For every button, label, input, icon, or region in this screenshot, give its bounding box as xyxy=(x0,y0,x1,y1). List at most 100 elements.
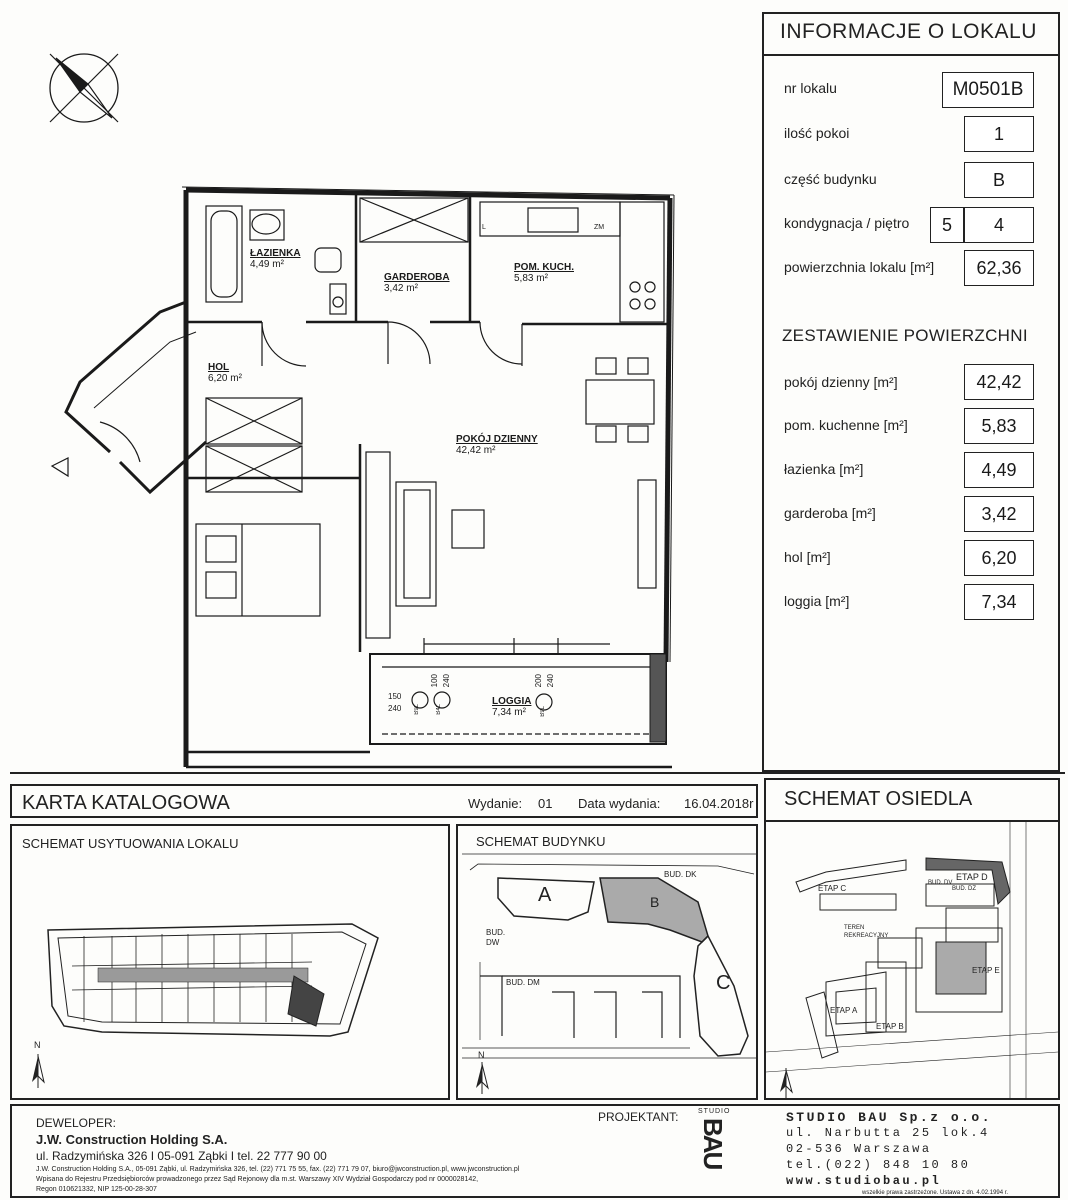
area-kitchen-label: pom. kuchenne [m²] xyxy=(784,417,908,433)
page-top-rule xyxy=(10,772,1065,774)
location-schema-panel: SCHEMAT USYTUOWANIA LOKALU xyxy=(10,824,450,1100)
storey-value: 5 xyxy=(930,207,964,243)
estate-title: SCHEMAT OSIEDLA xyxy=(784,788,973,810)
date-label: Data wydania: xyxy=(578,796,661,811)
room-name: POKÓJ DZIENNY xyxy=(456,434,538,445)
estate-etap-c: ETAP C xyxy=(818,884,847,893)
info-title-rule xyxy=(764,54,1058,56)
designer-label: PROJEKTANT: xyxy=(598,1110,679,1124)
dim-150: 150 xyxy=(388,692,402,701)
estate-teren: TEREN REKREACYJNY xyxy=(844,925,889,939)
dim-240-c: 240 xyxy=(546,674,555,688)
estate-etap-e: ETAP E xyxy=(972,966,1000,975)
catalog-title: KARTA KATALOGOWA xyxy=(22,792,230,814)
floor-value: 4 xyxy=(964,207,1034,243)
developer-name: J.W. Construction Holding S.A. xyxy=(36,1132,228,1147)
estate-etap-b: ETAP B xyxy=(876,1022,904,1031)
room-name: POM. KUCH. xyxy=(514,262,574,273)
room-name: HOL xyxy=(208,362,230,373)
footer-designer: STUDIO BAU Sp.z o.o. ul. Narbutta 25 lok… xyxy=(758,1104,1060,1198)
estate-bud-dv: BUD. DV xyxy=(928,880,953,886)
area-hall-value: 6,20 xyxy=(964,540,1034,576)
footer-developer: DEWELOPER: J.W. Construction Holding S.A… xyxy=(10,1104,758,1198)
bud-dm-label: BUD. DM xyxy=(506,978,540,987)
unit-number-label: nr lokalu xyxy=(784,80,837,96)
area-living-value: 42,42 xyxy=(964,364,1034,400)
room-kitchen: POM. KUCH. 5,83 m² xyxy=(514,262,574,284)
area-kitchen-value: 5,83 xyxy=(964,408,1034,444)
area-wardrobe-value: 3,42 xyxy=(964,496,1034,532)
estate-etap-d: ETAP D xyxy=(956,872,988,882)
building-north-label: N xyxy=(478,1050,485,1060)
area-loggia-label: loggia [m²] xyxy=(784,593,850,609)
floor-plan-area: ŁAZIENKA 4,49 m² GARDEROBA 3,42 m² POM. … xyxy=(10,12,758,772)
bud-dk-label: BUD. DK xyxy=(664,870,697,879)
building-part-value: B xyxy=(964,162,1034,198)
developer-line2: Wpisana do Rejestru Przedsiębiorców prow… xyxy=(36,1176,479,1183)
designer-studio-mark: STUDIO xyxy=(698,1108,731,1115)
dim-100: 100 xyxy=(430,674,439,688)
developer-label: DEWELOPER: xyxy=(36,1116,117,1130)
room-area: 5,83 m² xyxy=(514,273,548,284)
designer-logo: BAU xyxy=(698,1118,728,1169)
bud-dw-label: BUD. DW xyxy=(486,928,506,947)
unit-number-value: M0501B xyxy=(942,72,1034,108)
designer-city: 02-536 Warszawa xyxy=(786,1142,932,1156)
designer-street: ul. Narbutta 25 lok.4 xyxy=(786,1126,990,1140)
building-a-label: A xyxy=(538,884,552,906)
dim-200: 200 xyxy=(534,674,543,688)
info-panel: INFORMACJE O LOKALU nr lokalu M0501B ilo… xyxy=(764,12,1060,772)
area-wardrobe-label: garderoba [m²] xyxy=(784,505,876,521)
room-area: 42,42 m² xyxy=(456,445,496,456)
north-arrow-estate-icon xyxy=(780,1068,793,1098)
room-name: ŁAZIENKA xyxy=(250,248,301,259)
unit-area-value: 62,36 xyxy=(964,250,1034,286)
room-hall: HOL 6,20 m² xyxy=(208,362,242,384)
room-area: 7,34 m² xyxy=(492,707,526,718)
estate-etap-a: ETAP A xyxy=(830,1006,858,1015)
estate-title-rule xyxy=(766,820,1058,822)
area-bathroom-label: łazienka [m²] xyxy=(784,461,864,477)
window-tag-b9l-b: B9L xyxy=(540,706,546,717)
window-tag-b9l-a: B9L xyxy=(414,704,420,715)
location-title: SCHEMAT USYTUOWANIA LOKALU xyxy=(22,836,239,851)
area-hall-label: hol [m²] xyxy=(784,549,831,565)
room-loggia: LOGGIA 7,34 m² xyxy=(492,696,531,718)
rooms-count-label: ilość pokoi xyxy=(784,125,850,141)
floor-plan xyxy=(49,53,675,769)
footer-note: wszelkie prawa zastrzeżone. Ustawa z dn.… xyxy=(862,1190,1009,1196)
building-schema-panel: SCHEMAT BUDYNKU A B C BUD. DK BUD. DW BU… xyxy=(456,824,758,1100)
dim-240-b: 240 xyxy=(442,674,451,688)
catalog-header: KARTA KATALOGOWA Wydanie: 01 Data wydani… xyxy=(10,784,758,818)
developer-address: ul. Radzymińska 326 I 05-091 Ząbki I tel… xyxy=(36,1149,327,1163)
designer-tel: tel.(022) 848 10 80 xyxy=(786,1158,971,1172)
location-plan xyxy=(32,923,379,1088)
divider-vertical xyxy=(762,12,764,772)
building-part-label: część budynku xyxy=(784,171,877,187)
north-arrow-small-icon xyxy=(32,1054,45,1088)
area-loggia-value: 7,34 xyxy=(964,584,1034,620)
room-name: LOGGIA xyxy=(492,696,532,707)
room-area: 6,20 m² xyxy=(208,373,242,384)
mark-zm: ZM xyxy=(594,224,605,231)
estate-panel: SCHEMAT OSIEDLA ETAP C ETAP D BU xyxy=(764,778,1060,1100)
floor-label: kondygnacja / piętro xyxy=(784,215,910,231)
area-living-label: pokój dzienny [m²] xyxy=(784,374,898,390)
date-value: 16.04.2018r xyxy=(684,796,754,811)
room-area: 4,49 m² xyxy=(250,259,284,270)
room-living: POKÓJ DZIENNY 42,42 m² xyxy=(456,434,538,456)
estate-plan xyxy=(766,822,1058,1100)
summary-title: ZESTAWIENIE POWIERZCHNI xyxy=(782,326,1028,345)
building-plan xyxy=(462,853,756,1094)
window-tag-b4l: B4L xyxy=(436,704,442,715)
mark-l: L xyxy=(482,224,486,231)
location-north-label: N xyxy=(34,1040,41,1050)
room-name: GARDEROBA xyxy=(384,272,450,283)
building-b-label: B xyxy=(650,894,660,910)
area-bathroom-value: 4,49 xyxy=(964,452,1034,488)
north-arrow-icon xyxy=(49,53,119,123)
room-bathroom: ŁAZIENKA 4,49 m² xyxy=(250,248,301,270)
designer-company: STUDIO BAU Sp.z o.o. xyxy=(786,1110,993,1125)
edition-label: Wydanie: xyxy=(468,796,523,811)
north-arrow-building-icon xyxy=(476,1062,489,1094)
